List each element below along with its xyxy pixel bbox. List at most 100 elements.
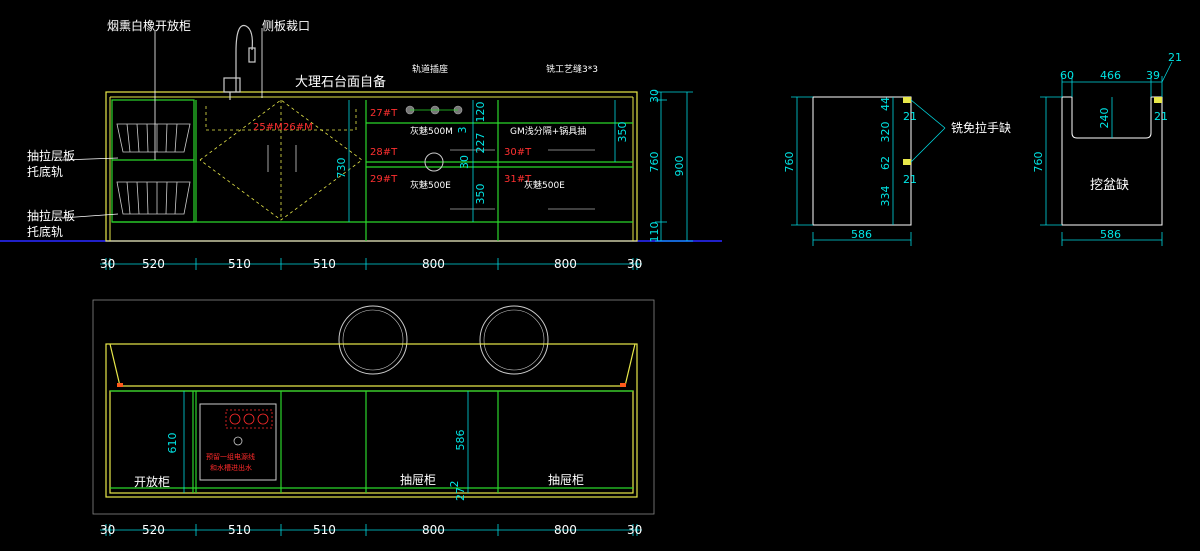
horizontal-dim-row-bottom	[100, 524, 642, 536]
hdim-top-1: 520	[142, 257, 165, 271]
sink-hidden-line	[205, 106, 357, 131]
marker-31: 31#T	[504, 174, 532, 185]
corner-marker-icon	[620, 383, 626, 387]
side-left-dim-3: 334	[879, 186, 892, 207]
marker-28: 28#T	[370, 147, 398, 158]
label-open-cabinet: 烟熏白橡开放柜	[107, 18, 191, 33]
side-panel-left	[812, 96, 912, 226]
hdim-top-3: 510	[313, 257, 336, 271]
plan-note-1: 预留一组电源线	[206, 452, 255, 461]
side-right-small-0: 21	[1168, 51, 1182, 64]
label-rail-2: 托底轨	[27, 224, 63, 239]
pipe-circle-inner	[483, 309, 545, 371]
dim-730: 730	[335, 158, 348, 179]
sink-unit	[199, 403, 277, 481]
plan-frame	[92, 299, 655, 515]
corner-marker-icon	[117, 383, 123, 387]
plan-dim-610: 610	[166, 433, 179, 454]
leader-21-top	[1161, 61, 1173, 83]
label-rail-socket: 轨道插座	[412, 63, 448, 75]
dim-120: 120	[474, 102, 487, 123]
marker-29: 29#T	[370, 174, 398, 185]
plan-dim-586: 586	[454, 430, 467, 451]
side-left-small-1: 21	[903, 173, 917, 186]
plan-view: 预留一组电源线 和水槽进出水 开放柜 抽屉柜 抽屉柜 610 586 2 27 …	[92, 299, 655, 537]
side-right-top-1: 466	[1100, 69, 1121, 82]
plan-label-open-cabinet: 开放柜	[134, 474, 170, 489]
marker-27: 27#T	[370, 108, 398, 119]
side-view-left: 760 586 44 320 62 334 21 21 铣免拉手缺	[783, 96, 1011, 246]
side-left-note: 铣免拉手缺	[951, 120, 1011, 135]
basket-upper	[116, 123, 191, 153]
plan-dim-27: 27	[454, 487, 467, 501]
label-side-cut: 侧板裁口	[262, 19, 310, 33]
dim-350-lower: 350	[474, 184, 487, 205]
pipe-circle-icon	[338, 305, 408, 375]
notch-icon	[1154, 97, 1162, 103]
side-left-height: 760	[783, 152, 796, 173]
hdim-bottom-0: 30	[100, 523, 115, 537]
horizontal-dim-row-top	[100, 258, 642, 270]
label-drawer-shelf-1: 抽拉层板	[27, 148, 75, 163]
plan-label-drawer-1: 抽屉柜	[400, 473, 436, 487]
leader-shelf-1	[61, 157, 119, 161]
hdim-top-0: 30	[100, 257, 115, 271]
side-left-width: 586	[851, 228, 872, 241]
side-left-dim-1: 320	[879, 122, 892, 143]
hdim-bottom-3: 510	[313, 523, 336, 537]
pipe-circle-icon	[479, 305, 549, 375]
hdim-bottom-6: 30	[627, 523, 642, 537]
dim-350-right: 350	[616, 122, 629, 143]
door-swing-diagonal	[199, 99, 363, 221]
dim-227: 227	[474, 133, 487, 154]
power-box	[225, 409, 273, 429]
label-rail-1: 托底轨	[27, 164, 63, 179]
dim-760: 760	[648, 152, 661, 173]
plan-outline	[105, 343, 638, 498]
socket-red-icon	[243, 413, 255, 425]
marker-30: 30#T	[504, 147, 532, 158]
dim-110: 110	[648, 222, 661, 243]
label-drawer-shelf-2: 抽拉层板	[27, 208, 75, 223]
dim-30-top: 30	[648, 89, 661, 103]
handle-notch-icon	[903, 97, 911, 103]
socket-red-icon	[257, 413, 269, 425]
note-leader	[910, 99, 946, 163]
front-elevation: 烟熏白橡开放柜 侧板裁口 大理石台面自备 轨道插座 铣工艺缝3*3 抽拉层板 托…	[0, 18, 722, 271]
side-left-small-0: 21	[903, 110, 917, 123]
hdim-top-4: 800	[422, 257, 445, 271]
label-drawer-1: 灰魅500M	[410, 125, 453, 137]
side-view-right: 760 586 60 466 39 21 21 240 挖盆缺	[1032, 51, 1182, 246]
hdim-top-6: 30	[627, 257, 642, 271]
label-drawer-3: 灰魅500E	[524, 179, 565, 191]
hdim-bottom-1: 520	[142, 523, 165, 537]
hdim-bottom-4: 800	[422, 523, 445, 537]
plan-dim-2: 2	[448, 481, 461, 488]
hdim-bottom-2: 510	[228, 523, 251, 537]
side-right-depth: 240	[1098, 108, 1111, 129]
handle-notch-icon	[903, 159, 911, 165]
dim-900: 900	[673, 156, 686, 177]
cabinet-outline	[105, 91, 638, 242]
drain-small-icon	[233, 436, 243, 446]
hdim-top-2: 510	[228, 257, 251, 271]
drain-icon	[424, 152, 444, 172]
label-drawer-1-note: GM浅分隔+锅具抽	[510, 125, 586, 137]
socket-red-icon	[229, 413, 241, 425]
marker-26: 26#M	[283, 122, 313, 133]
side-panel-right	[1061, 96, 1163, 226]
open-cabinet-frame	[111, 99, 195, 223]
dim-3: 3	[456, 127, 469, 134]
basket-lower	[116, 181, 191, 215]
side-right-note: 挖盆缺	[1090, 178, 1129, 193]
label-drawer-2: 灰魅500E	[410, 179, 451, 191]
side-right-width: 586	[1100, 228, 1121, 241]
hdim-bottom-5: 800	[554, 523, 577, 537]
side-left-dim-2: 62	[879, 156, 892, 170]
hdim-top-5: 800	[554, 257, 577, 271]
label-countertop: 大理石台面自备	[295, 74, 386, 90]
plan-back-taper	[109, 343, 636, 387]
plan-label-drawer-2: 抽屉柜	[548, 473, 584, 487]
